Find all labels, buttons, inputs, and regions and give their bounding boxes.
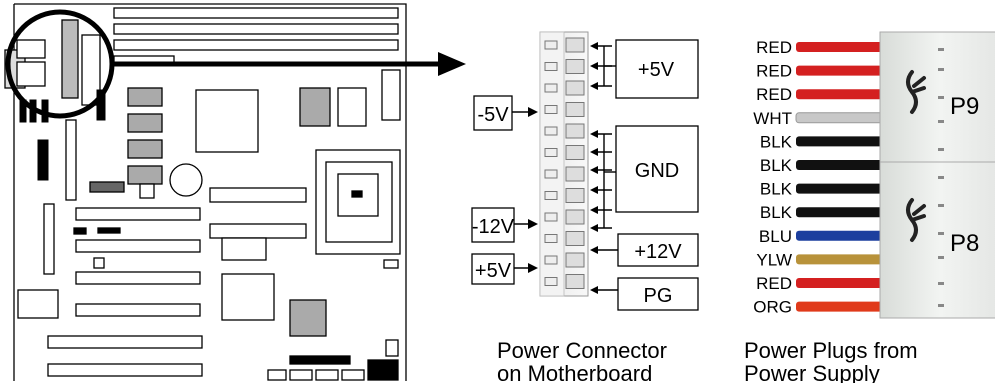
connector-pin-socket [544, 212, 558, 222]
plug-logo [906, 70, 926, 242]
caption-plugs-line2: Power Supply [744, 361, 880, 383]
caption-plugs-line1: Power Plugs from [744, 338, 918, 363]
plug-p8-label: P8 [950, 230, 979, 257]
connector-pin-socket [544, 83, 558, 93]
connector-pin [565, 209, 585, 225]
pg-box [617, 277, 699, 311]
connector-pin-socket [544, 191, 558, 200]
wire-label: BLK [760, 156, 793, 175]
connector-pin [565, 166, 585, 182]
wire-red [796, 278, 884, 288]
wire-label: ORG [753, 298, 792, 317]
wire-ylw [796, 254, 884, 265]
connector-pin [565, 231, 585, 246]
plus5v-bottom-box [471, 253, 515, 285]
wire-org [796, 301, 884, 312]
caption-connector-line2: on Motherboard [497, 361, 652, 383]
wire-label: YLW [756, 250, 792, 269]
wire-red [796, 89, 884, 100]
label-boxes [471, 39, 699, 311]
wire-label: BLK [760, 203, 793, 222]
minus5v-box [473, 95, 513, 131]
plus5v-top-box [615, 39, 699, 99]
label-minus12v: -12V [472, 216, 515, 238]
wire-label: RED [756, 38, 792, 57]
connector-pin [565, 37, 585, 53]
pointer-arrow-head [438, 52, 466, 76]
minus12v-box [471, 207, 515, 243]
wire-label: RED [756, 274, 792, 293]
connector-pin-socket [544, 277, 558, 286]
wire-blk [796, 136, 884, 147]
connector-pin-socket [544, 62, 558, 71]
wire-red [796, 65, 884, 76]
wire-label: WHT [753, 109, 792, 128]
wire-blk [796, 183, 884, 194]
connector-pin-socket [544, 105, 558, 114]
wire-label: RED [756, 62, 792, 81]
label-pg: PG [644, 285, 673, 307]
wire-blu [796, 230, 884, 241]
connector-pin [565, 274, 585, 289]
connector-pin-socket [544, 234, 558, 243]
connector-pin [565, 252, 585, 268]
arrowheads [528, 42, 598, 294]
label-plus12v: +12V [634, 241, 682, 263]
connector-pin-socket [544, 126, 558, 136]
connector-pin [565, 188, 585, 203]
connector-pin-socket [544, 255, 558, 265]
connector-pin [565, 123, 585, 139]
plug-p9-body [879, 31, 995, 163]
gnd-box [615, 125, 699, 213]
plus12v-box [617, 233, 699, 267]
wire-label: BLK [760, 180, 793, 199]
label-gnd: GND [635, 160, 679, 182]
connector-pin [565, 102, 585, 117]
connector-pin-socket [544, 40, 558, 50]
wire-blk [796, 207, 884, 218]
label-minus5v: -5V [477, 104, 509, 126]
caption-connector-line1: Power Connector [497, 338, 667, 363]
captions: Power Connector on Motherboard Power Plu… [497, 338, 918, 383]
wire-label: BLK [760, 132, 793, 151]
label-plus5v-top: +5V [638, 59, 675, 81]
motherboard-layout [4, 3, 407, 381]
wire-wht [795, 112, 885, 124]
motherboard-outline [14, 3, 407, 381]
connector-pin [565, 145, 585, 160]
wire-red [796, 42, 884, 52]
wire-label: RED [756, 85, 792, 104]
wire-blk [796, 160, 884, 170]
label-plus5v-bottom: +5V [475, 260, 512, 282]
plug-p9-label: P9 [950, 93, 979, 120]
connector-pin [565, 59, 585, 74]
plug-p8-body [879, 161, 995, 319]
power-plugs: P9 P8 [795, 31, 995, 319]
wire-labels: RED RED RED WHT BLK BLK BLK BLK BLU YLW RED ORG [753, 38, 792, 317]
wire-label: BLU [759, 227, 792, 246]
connector-pin [565, 80, 585, 96]
connector-pin-socket [544, 169, 558, 179]
connector-pin-socket [544, 148, 558, 157]
power-connector [539, 31, 589, 297]
